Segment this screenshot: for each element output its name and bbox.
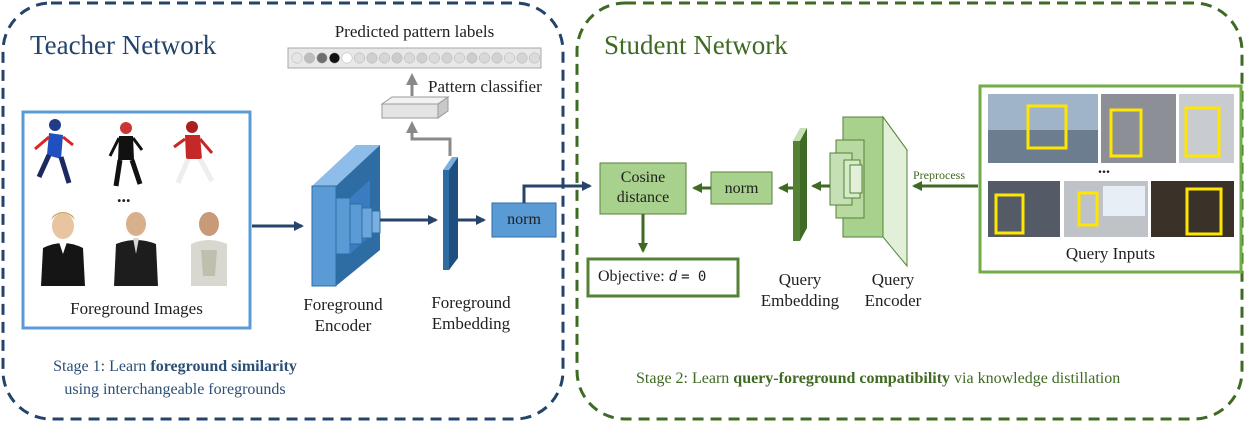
pattern-label-dot (404, 52, 415, 64)
stage2-bold: query-foreground compatibility (733, 370, 951, 387)
pattern-label-dot (416, 52, 428, 64)
pattern-label-dot (466, 52, 478, 64)
person-figures (41, 212, 227, 286)
predicted-labels-title: Predicted pattern labels (334, 22, 495, 41)
stage2-caption: Stage 2: Learn query-foreground compatib… (636, 370, 1120, 388)
objective-box (586, 257, 740, 298)
query-encoder-label: Query Encoder (864, 270, 922, 310)
pattern-label-dot (529, 52, 540, 64)
query-inputs-ellipsis: ... (1098, 160, 1110, 177)
foreground-encoder-block (311, 145, 381, 287)
objective-prefix: Objective: (598, 268, 669, 285)
teacher-network-title: Teacher Network (30, 30, 217, 60)
cosine-distance-label: Cosine distance (616, 169, 670, 206)
cosine-distance-box (599, 162, 687, 215)
stage1-bold: foreground similarity (150, 358, 297, 375)
teacher-norm-label: norm (507, 211, 541, 228)
pattern-label-dot (366, 52, 378, 64)
arrow-embedding-to-classifier (406, 121, 452, 156)
predicted-label-dots (291, 52, 540, 64)
pattern-label-dot (491, 52, 503, 64)
foreground-images-label: Foreground Images (70, 299, 203, 318)
pattern-label-dot (504, 52, 515, 64)
teacher-norm-box (491, 202, 557, 238)
query-embedding-block (793, 128, 807, 241)
stage1-caption: Stage 1: Learn foreground similarity usi… (10, 355, 340, 401)
objective-equation: = 0 (681, 269, 707, 285)
query-inputs-label: Query Inputs (1065, 244, 1156, 263)
arrow-norm-to-cosine (522, 181, 592, 203)
pattern-label-dot (441, 52, 453, 64)
objective-label: Objective: d = 0 (598, 268, 706, 286)
stage1-line2: using interchangeable foregrounds (64, 381, 286, 398)
pattern-label-dot (454, 52, 465, 64)
stage1-prefix: Stage 1: Learn (53, 358, 151, 375)
pattern-label-dot (291, 52, 303, 64)
pattern-label-dot (479, 52, 490, 64)
skater-figures (34, 119, 215, 187)
pattern-classifier-box (380, 96, 450, 119)
query-encoder-block (829, 115, 908, 268)
pattern-label-dot (379, 52, 390, 64)
pattern-label-dot (304, 52, 315, 64)
objective-variable: d (668, 269, 678, 285)
foreground-encoder-label: Foreground Encoder (303, 295, 383, 335)
pattern-label-dot (316, 52, 328, 64)
pattern-label-dot (354, 52, 365, 64)
stage2-suffix: via knowledge distillation (950, 370, 1121, 387)
student-frame (575, 1, 1244, 421)
foreground-embedding-block (443, 157, 458, 270)
query-thumbnails (988, 94, 1234, 237)
student-norm-box (710, 171, 773, 205)
pattern-label-dot (341, 52, 353, 64)
stage2-prefix: Stage 2: Learn (636, 370, 734, 387)
pattern-label-dot (516, 52, 528, 64)
query-embedding-label: Query Embedding (760, 270, 840, 310)
student-network-title: Student Network (604, 30, 788, 60)
preprocess-label: Preprocess (913, 168, 965, 182)
teacher-images-ellipsis: ... (117, 186, 131, 206)
foreground-embedding-label: Foreground Embedding (431, 293, 511, 333)
pattern-label-dot (391, 52, 403, 64)
pattern-classifier-label: Pattern classifier (428, 77, 542, 96)
pattern-label-dot (429, 52, 440, 64)
pattern-label-dot (329, 52, 340, 64)
student-norm-label: norm (724, 180, 759, 197)
